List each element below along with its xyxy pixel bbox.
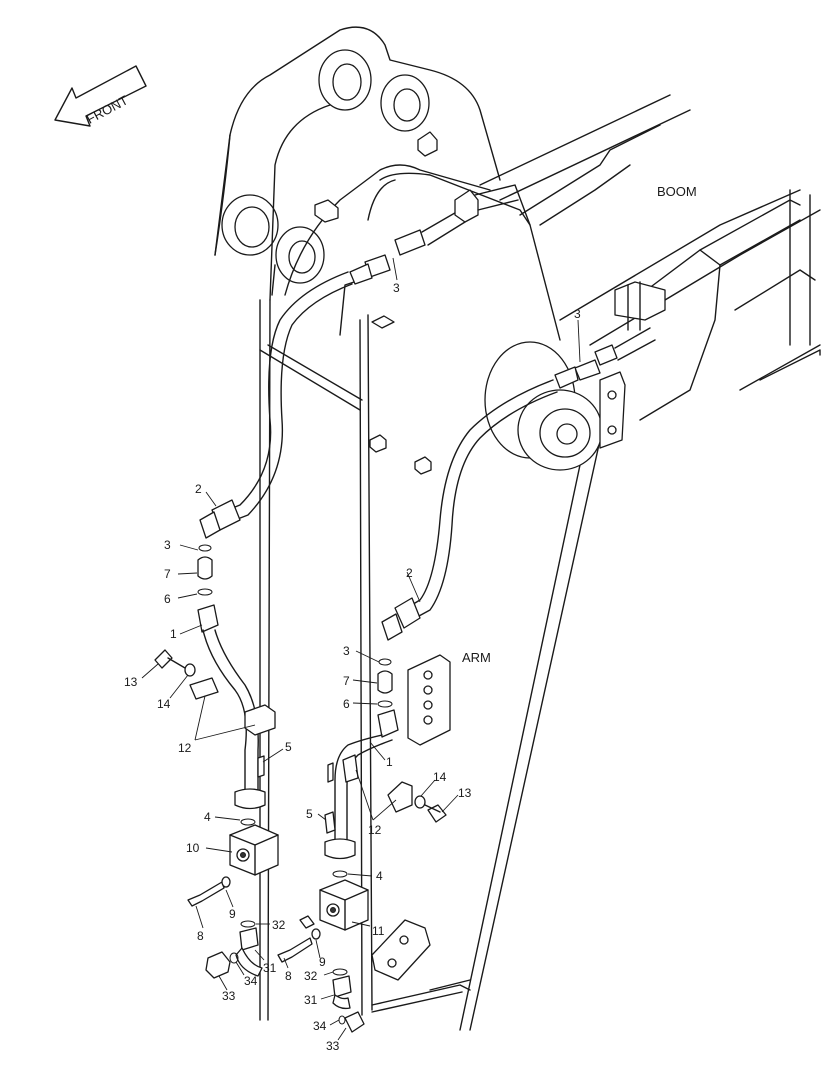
callout-4: 4 bbox=[376, 869, 383, 883]
boom-structure bbox=[214, 26, 821, 421]
callout-7: 7 bbox=[343, 674, 350, 688]
right-hose bbox=[324, 379, 558, 860]
callout-5: 5 bbox=[285, 740, 292, 754]
callout-numbers: 3 3 2 3 7 6 1 13 14 12 5 4 10 9 8 32 31 … bbox=[124, 281, 581, 1053]
callout-32: 32 bbox=[272, 918, 286, 932]
callout-9: 9 bbox=[319, 955, 326, 969]
callout-12: 12 bbox=[368, 823, 382, 837]
callout-1: 1 bbox=[170, 627, 177, 641]
callout-2: 2 bbox=[195, 482, 202, 496]
top-hose-fittings bbox=[349, 184, 656, 389]
front-label: FRONT bbox=[84, 92, 131, 126]
callout-3: 3 bbox=[393, 281, 400, 295]
callout-12: 12 bbox=[178, 741, 192, 755]
callout-2: 2 bbox=[406, 566, 413, 580]
callout-32: 32 bbox=[304, 969, 318, 983]
callout-34: 34 bbox=[313, 1019, 327, 1033]
callout-9: 9 bbox=[229, 907, 236, 921]
callout-33: 33 bbox=[222, 989, 236, 1003]
callout-1: 1 bbox=[386, 755, 393, 769]
arm-label: ARM bbox=[462, 650, 491, 665]
callout-33: 33 bbox=[326, 1039, 340, 1053]
left-hose bbox=[154, 271, 353, 810]
callout-6: 6 bbox=[164, 592, 171, 606]
boom-arm-pivot bbox=[484, 281, 666, 471]
callout-6: 6 bbox=[343, 697, 350, 711]
right-valve-block bbox=[277, 870, 369, 1033]
callout-4: 4 bbox=[204, 810, 211, 824]
callout-8: 8 bbox=[197, 929, 204, 943]
callout-14: 14 bbox=[433, 770, 447, 784]
callout-31: 31 bbox=[263, 961, 277, 975]
callout-7: 7 bbox=[164, 567, 171, 581]
callout-3: 3 bbox=[164, 538, 171, 552]
callout-14: 14 bbox=[157, 697, 171, 711]
callout-11: 11 bbox=[372, 924, 385, 938]
callout-13: 13 bbox=[124, 675, 138, 689]
front-arrow-icon bbox=[54, 65, 147, 127]
callout-5: 5 bbox=[306, 807, 313, 821]
callout-3: 3 bbox=[343, 644, 350, 658]
callout-13: 13 bbox=[458, 786, 472, 800]
callout-34: 34 bbox=[244, 974, 258, 988]
small-blocks bbox=[369, 315, 451, 981]
left-valve-block bbox=[187, 818, 279, 979]
arm-structure bbox=[259, 172, 601, 1031]
boom-label: BOOM bbox=[657, 184, 697, 199]
callout-31: 31 bbox=[304, 993, 318, 1007]
callout-8: 8 bbox=[285, 969, 292, 983]
callout-3: 3 bbox=[574, 307, 581, 321]
leader-lines bbox=[141, 257, 581, 1041]
callout-10: 10 bbox=[186, 841, 200, 855]
